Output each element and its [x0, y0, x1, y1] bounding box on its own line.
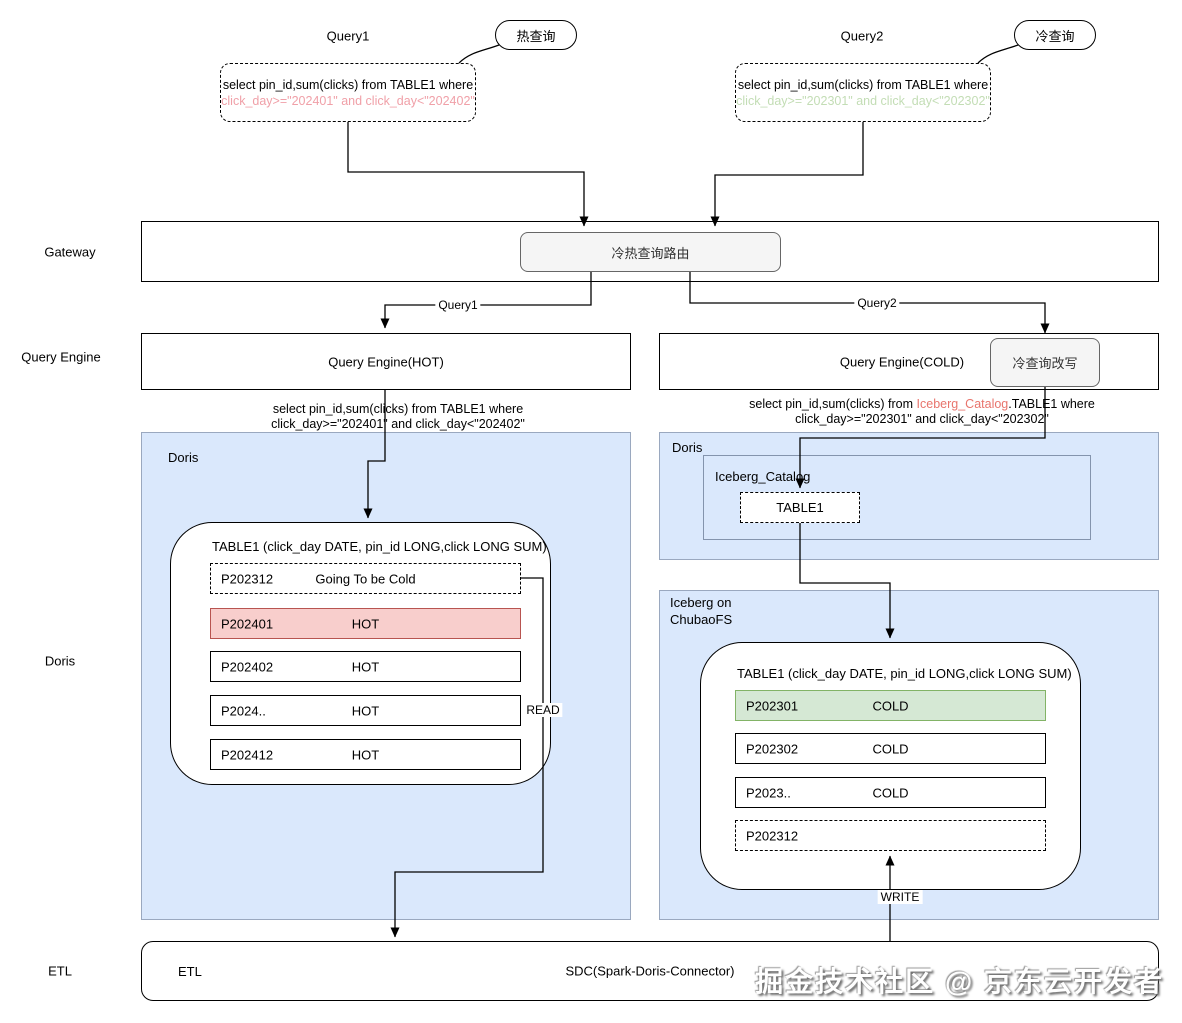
- partition-status: COLD: [872, 741, 909, 756]
- watermark: 掘金技术社区 @ 京东云开发者: [755, 966, 1164, 997]
- hot-query-tag: 热查询: [495, 20, 577, 50]
- hot-engine-sql: select pin_id,sum(clicks) from TABLE1 wh…: [271, 402, 525, 432]
- cold-engine-sql-line1: select pin_id,sum(clicks) from Iceberg_C…: [749, 397, 1095, 411]
- partition-row: P202402 HOT: [210, 651, 521, 682]
- rail-label-query-engine: Query Engine: [21, 349, 101, 365]
- query-router-box: 冷热查询路由: [520, 232, 781, 272]
- query-engine-hot-box: [141, 333, 631, 390]
- cold-query-tag-label: 冷查询: [1035, 28, 1075, 44]
- edge-label-query2: Query2: [854, 296, 900, 310]
- query2-sql-box: select pin_id,sum(clicks) from TABLE1 wh…: [735, 63, 991, 122]
- hot-engine-sql-line1: select pin_id,sum(clicks) from TABLE1 wh…: [272, 402, 524, 416]
- partition-name: P202412: [221, 747, 274, 762]
- query1-sql-box: select pin_id,sum(clicks) from TABLE1 wh…: [220, 63, 476, 122]
- query1-title: Query1: [326, 28, 370, 44]
- catalog-highlight: Iceberg_Catalog: [916, 397, 1009, 411]
- partition-name: P202402: [221, 659, 274, 674]
- partition-status: Going To be Cold: [315, 571, 416, 586]
- etl-box: [141, 941, 1159, 1001]
- partition-name: P2024..: [221, 703, 266, 718]
- hot-table-title: TABLE1 (click_day DATE, pin_id LONG,clic…: [212, 539, 547, 554]
- cold-query-rewrite-box: 冷查询改写: [990, 338, 1100, 387]
- iceberg-label: Iceberg on ChubaoFS: [670, 595, 733, 627]
- partition-name: P2023..: [746, 785, 791, 800]
- write-label: WRITE: [877, 890, 923, 904]
- query2-title: Query2: [840, 28, 884, 44]
- partition-row: P2023.. COLD: [735, 777, 1046, 808]
- query1-sql-line1: select pin_id,sum(clicks) from TABLE1 wh…: [222, 77, 474, 92]
- read-label: READ: [523, 703, 563, 717]
- partition-status: HOT: [351, 659, 380, 674]
- rail-label-etl: ETL: [48, 963, 72, 979]
- cold-table-title: TABLE1 (click_day DATE, pin_id LONG,clic…: [737, 666, 1072, 681]
- partition-row: P202312 Going To be Cold: [210, 563, 521, 594]
- rail-label-doris: Doris: [44, 653, 76, 669]
- cold-engine-sql: select pin_id,sum(clicks) from Iceberg_C…: [749, 397, 1095, 427]
- query2-sql-line2: click_day>="202301" and click_day<"20230…: [736, 93, 990, 108]
- query-router-label: 冷热查询路由: [611, 245, 690, 261]
- query2-to-router: [710, 122, 864, 227]
- query2-sql-line1: select pin_id,sum(clicks) from TABLE1 wh…: [737, 77, 989, 92]
- partition-status: COLD: [872, 698, 909, 713]
- partition-status: HOT: [351, 616, 380, 631]
- iceberg-catalog-label: Iceberg_Catalog: [715, 469, 811, 484]
- partition-status: HOT: [351, 747, 380, 762]
- etl-inner-label: ETL: [178, 964, 202, 979]
- hot-engine-sql-line2: click_day>="202401" and click_day<"20240…: [271, 417, 525, 431]
- rail-label-gateway: Gateway: [44, 244, 96, 260]
- partition-name: P202302: [746, 741, 799, 756]
- partition-status: HOT: [351, 703, 380, 718]
- catalog-table1-label: TABLE1: [776, 500, 824, 515]
- hot-tag-curve: [458, 44, 500, 64]
- partition-name: P202401: [221, 616, 274, 631]
- query-engine-cold-label: Query Engine(COLD): [839, 354, 965, 370]
- query1-to-router: [347, 122, 589, 227]
- partition-row: P202412 HOT: [210, 739, 521, 770]
- partition-row: P2024.. HOT: [210, 695, 521, 726]
- partition-row: P202301 COLD: [735, 690, 1046, 721]
- catalog-table1-box: TABLE1: [740, 492, 860, 523]
- partition-name: P202301: [746, 698, 799, 713]
- cold-tag-curve: [977, 44, 1019, 64]
- query-engine-hot-label: Query Engine(HOT): [328, 354, 444, 370]
- partition-name: P202312: [221, 571, 274, 586]
- partition-row: P202302 COLD: [735, 733, 1046, 764]
- hot-query-tag-label: 热查询: [516, 28, 556, 44]
- cold-query-rewrite-label: 冷查询改写: [1012, 356, 1078, 371]
- doris-hot-label: Doris: [168, 450, 199, 465]
- partition-status: COLD: [872, 785, 909, 800]
- cold-query-tag: 冷查询: [1014, 20, 1096, 50]
- sdc-connector-label: SDC(Spark-Doris-Connector): [565, 963, 735, 979]
- doris-cold-label: Doris: [672, 440, 703, 455]
- edge-label-query1: Query1: [435, 298, 481, 312]
- partition-row: P202312: [735, 820, 1046, 851]
- cold-engine-sql-line2: click_day>="202301" and click_day<"20230…: [795, 412, 1049, 426]
- query1-sql-line2: click_day>="202401" and click_day<"20240…: [221, 93, 475, 108]
- partition-row: P202401 HOT: [210, 608, 521, 639]
- partition-name: P202312: [746, 828, 799, 843]
